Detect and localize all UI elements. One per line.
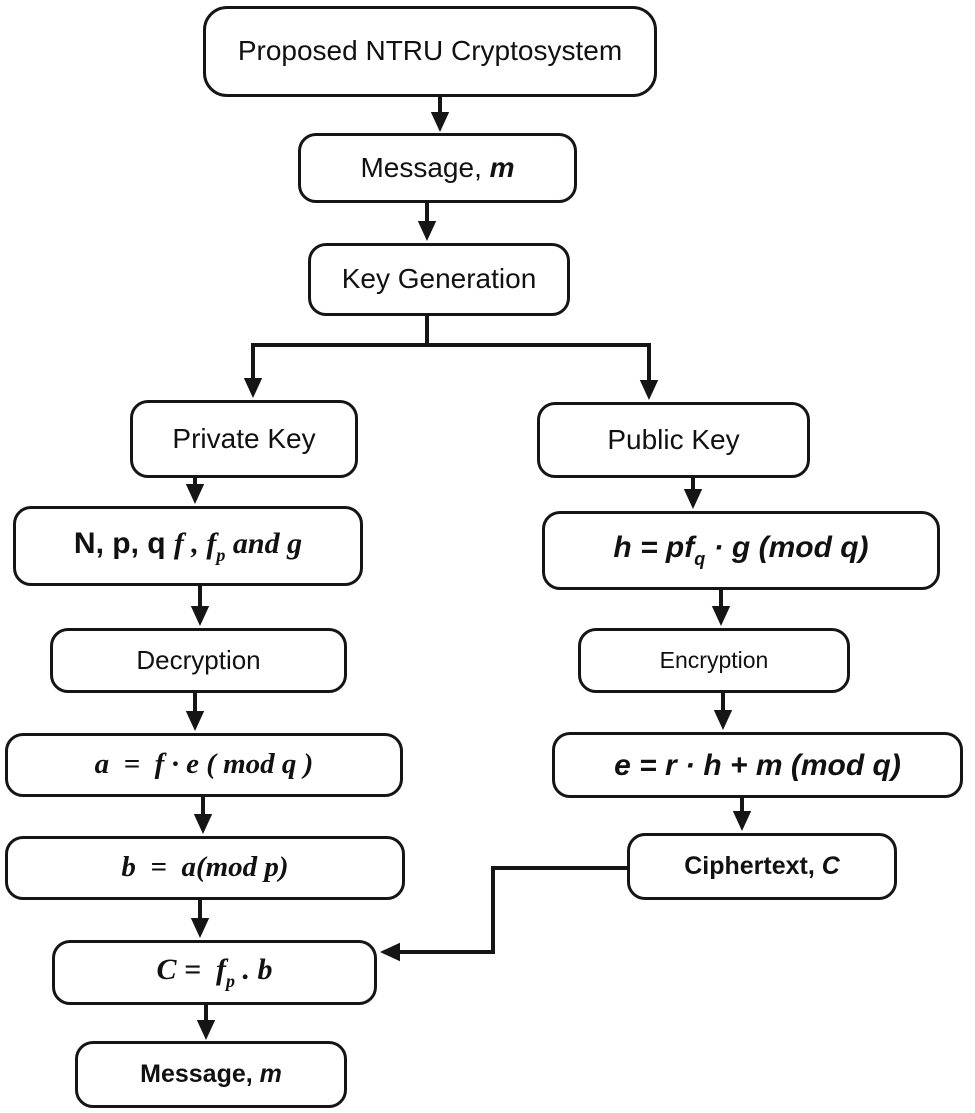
- node-formula-a: a = f · e ( mod q ): [5, 733, 403, 797]
- node-decryption: Decryption: [50, 628, 347, 693]
- node-private-parameters: N, p, q f , fp and g: [13, 506, 363, 586]
- node-message-input: Message, m: [298, 133, 577, 203]
- node-formula-c-label: C = fp . b: [156, 953, 273, 992]
- node-public-key: Public Key: [537, 402, 810, 478]
- node-message-output: Message, m: [75, 1041, 347, 1108]
- node-message-input-label: Message, m: [360, 151, 515, 183]
- node-formula-a-label: a = f · e ( mod q ): [94, 748, 314, 781]
- node-encryption: Encryption: [578, 628, 850, 693]
- node-private-key-label: Private Key: [172, 422, 316, 454]
- node-formula-h-label: h = pfq · g (mod q): [613, 531, 869, 570]
- node-decryption-label: Decryption: [136, 645, 261, 676]
- node-public-key-label: Public Key: [607, 423, 740, 455]
- node-formula-h: h = pfq · g (mod q): [542, 511, 940, 590]
- node-formula-c: C = fp . b: [52, 940, 377, 1005]
- keygen-split-bar: [243, 343, 659, 400]
- node-formula-e-label: e = r · h + m (mod q): [614, 748, 901, 782]
- node-ciphertext: Ciphertext, C: [627, 833, 897, 900]
- arrow-ciphertext-to-formula-c: [380, 866, 627, 962]
- node-message-output-label: Message, m: [140, 1059, 282, 1088]
- node-private-parameters-label: N, p, q f , fp and g: [73, 526, 303, 565]
- node-proposed-label: Proposed NTRU Cryptosystem: [237, 35, 623, 67]
- node-private-key: Private Key: [130, 400, 358, 478]
- node-formula-e: e = r · h + m (mod q): [552, 732, 963, 798]
- node-ciphertext-label: Ciphertext, C: [684, 851, 840, 880]
- node-key-generation-label: Key Generation: [341, 263, 537, 295]
- node-key-generation: Key Generation: [308, 243, 570, 316]
- node-encryption-label: Encryption: [659, 646, 769, 673]
- node-formula-b: b = a(mod p): [5, 836, 405, 900]
- node-formula-b-label: b = a(mod p): [121, 851, 289, 884]
- node-proposed-ntru-cryptosystem: Proposed NTRU Cryptosystem: [203, 6, 657, 97]
